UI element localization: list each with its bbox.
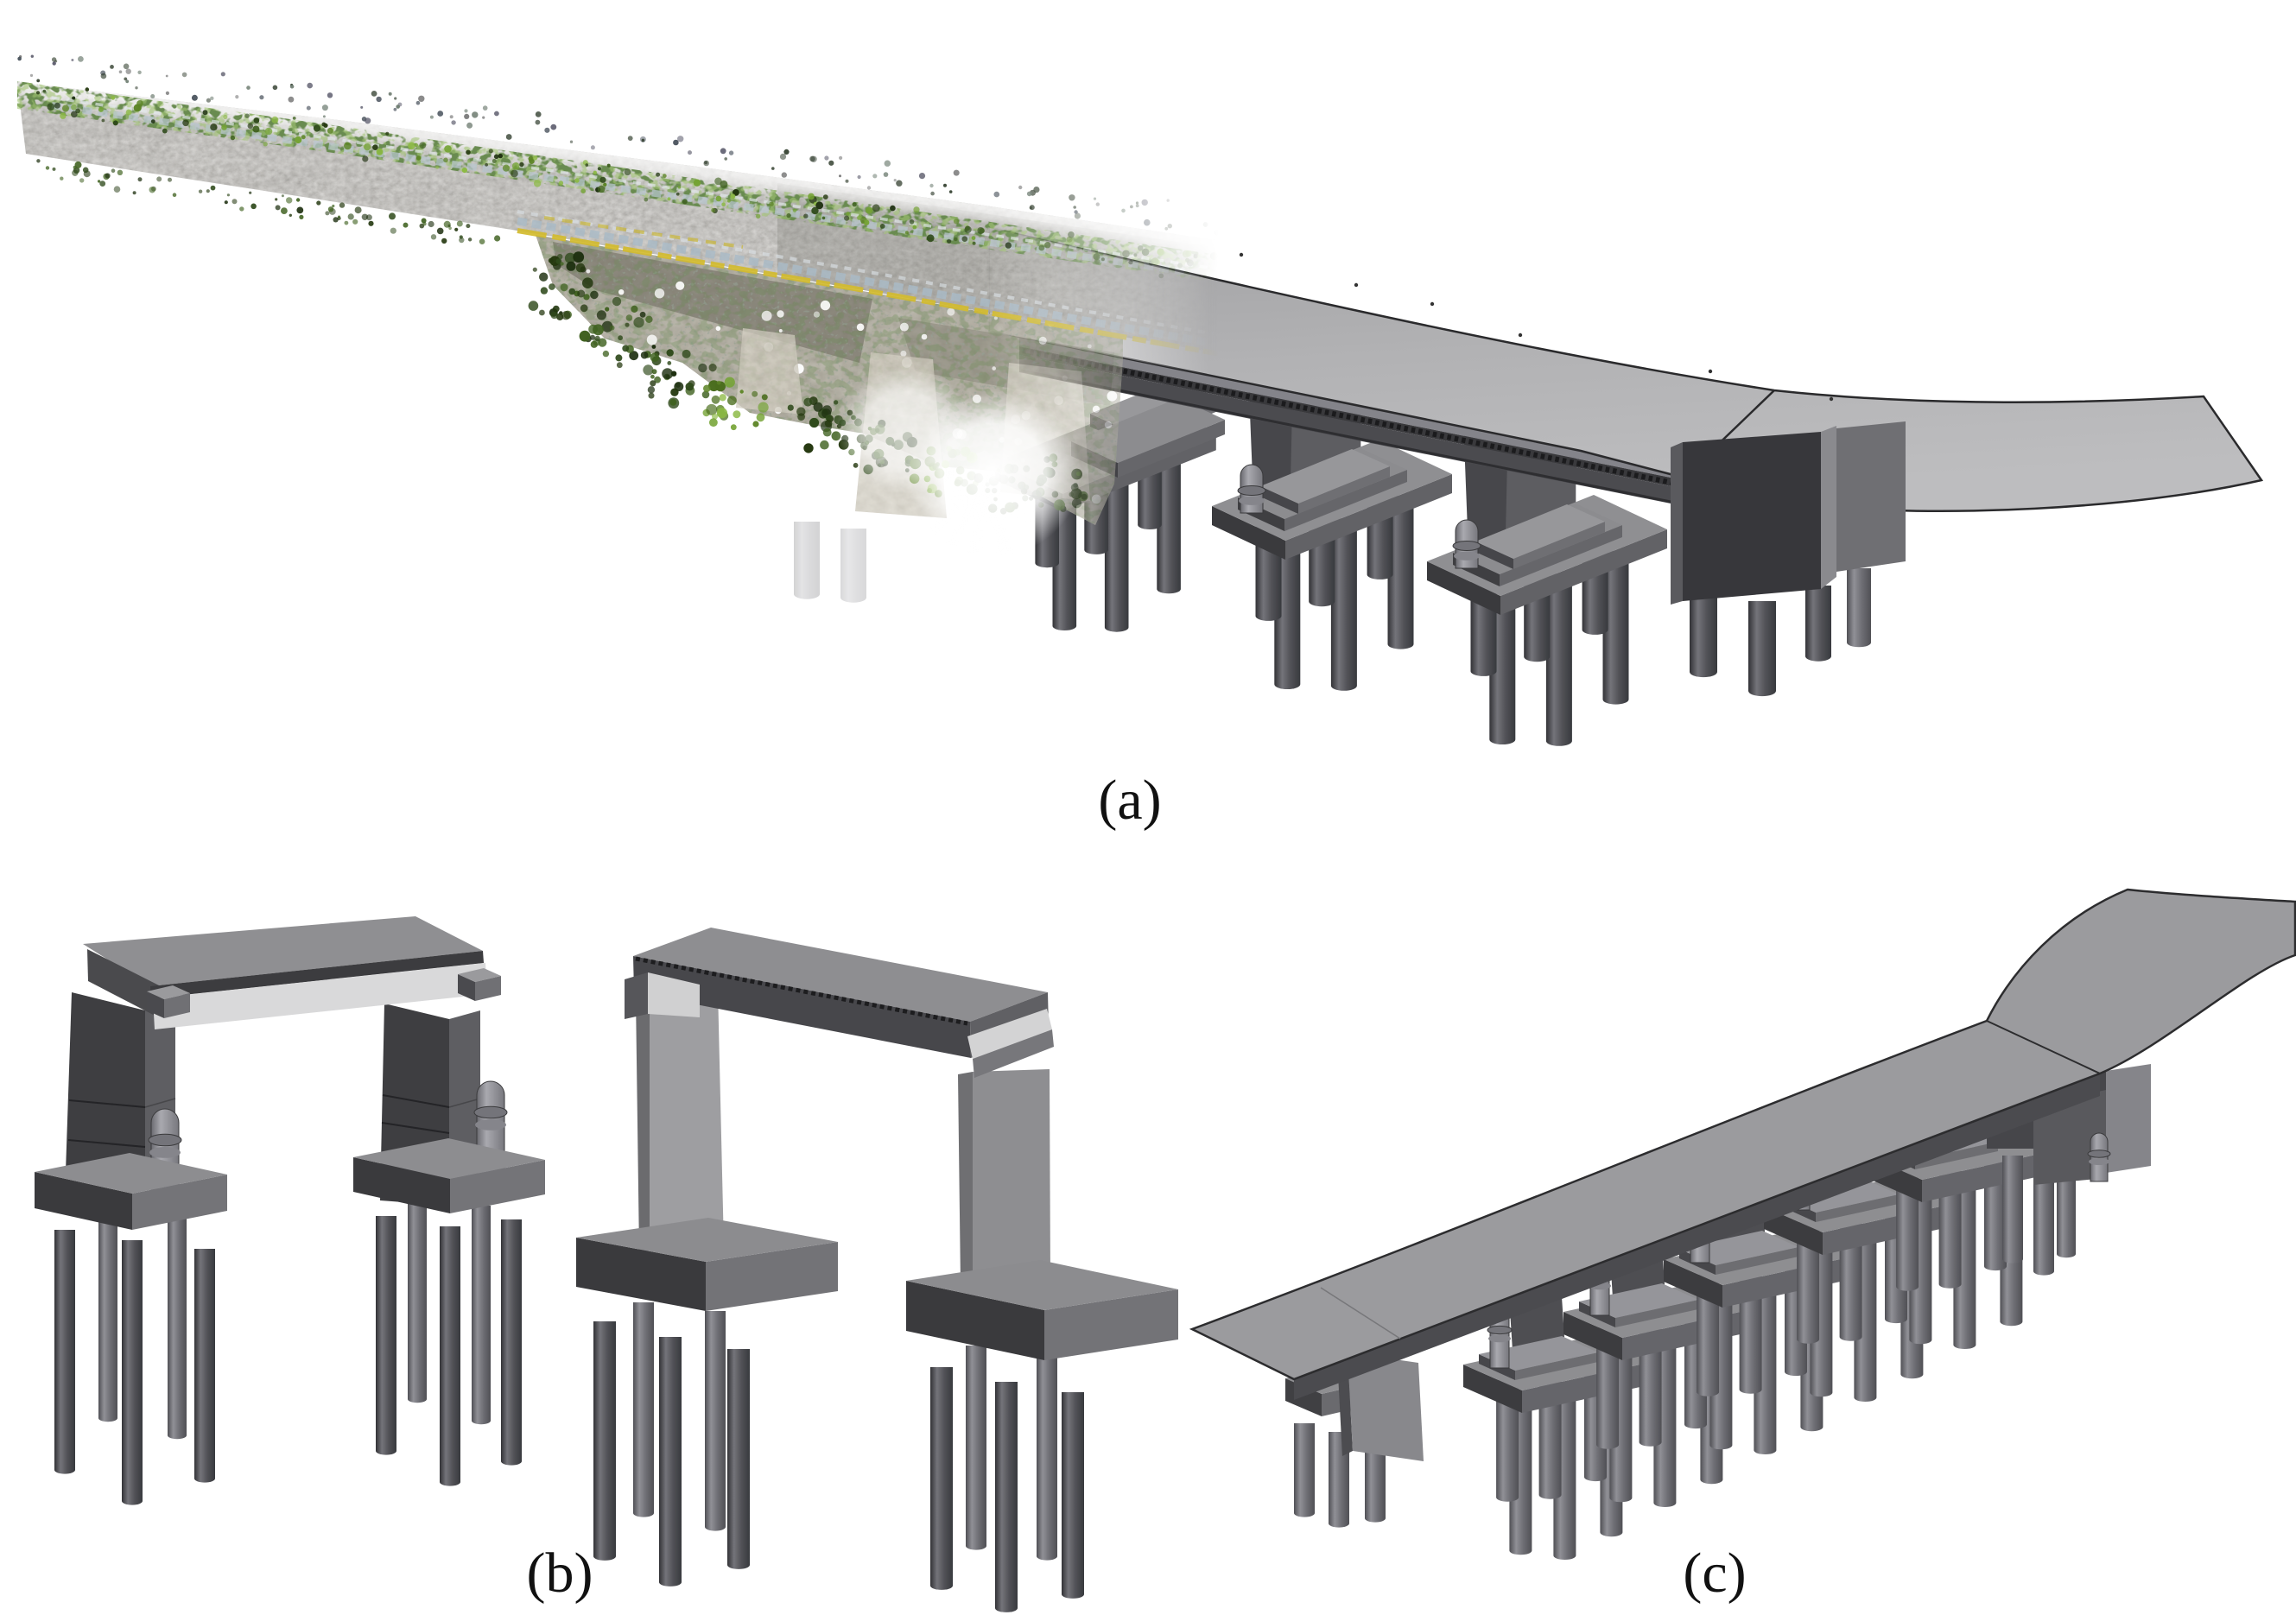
svg-text:(b): (b) bbox=[527, 1542, 593, 1605]
svg-text:(c): (c) bbox=[1683, 1542, 1746, 1605]
svg-text:(a): (a) bbox=[1098, 769, 1161, 832]
